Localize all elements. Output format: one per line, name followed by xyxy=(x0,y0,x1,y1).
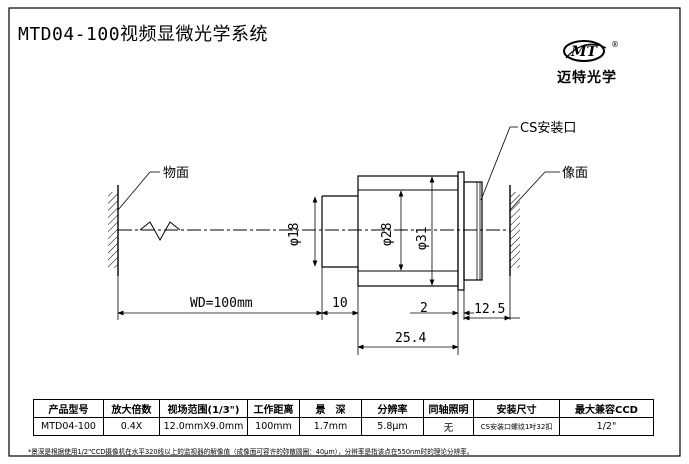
object-plane-label: 物面 xyxy=(163,166,189,181)
table-header-cell: 放大倍数 xyxy=(103,399,160,418)
dim-10: 10 xyxy=(321,296,359,316)
mount-label: CS安装口 xyxy=(520,121,576,136)
table-cell: MTD04-100 xyxy=(33,417,104,436)
table-cell: 100mm xyxy=(247,417,300,436)
dim-25-4: 25.4 xyxy=(357,331,459,350)
dim-12-5-label: 12.5 xyxy=(474,302,505,317)
dim-wd: WD=100mm xyxy=(117,296,323,316)
dim-25-4-label: 25.4 xyxy=(395,331,426,346)
object-plane-leader: 物面 xyxy=(117,166,189,211)
dim-12-5: 12.5 xyxy=(463,302,520,321)
table-header-cell: 最大兼容CCD xyxy=(559,399,654,418)
table-cell: 12.0mmX9.0mm xyxy=(159,417,248,436)
table-header-cell: 景 深 xyxy=(299,399,362,418)
footnote: *景深是根据使用1/2"CCD摄像机在水平320线以上的监视器的解像值（成像面可… xyxy=(28,448,474,456)
table-row: MTD04-100 0.4X 12.0mmX9.0mm 100mm 1.7mm … xyxy=(33,417,654,436)
table-cell: CS安装口螺纹1吋32扣 xyxy=(473,417,560,436)
drawing-border xyxy=(8,7,681,457)
dim-phi31: φ31 xyxy=(415,176,435,286)
mount-leader: CS安装口 xyxy=(480,121,576,201)
dim-10-label: 10 xyxy=(332,296,348,311)
dim-phi18: φ18 xyxy=(287,196,318,267)
table-header-cell: 视场范围(1/3") xyxy=(159,399,248,418)
brand-logo: MT ® xyxy=(563,40,619,62)
dim-2: 2 xyxy=(410,301,474,316)
page-title: MTD04-100视频显微光学系统 xyxy=(18,24,269,45)
lens-body xyxy=(357,175,459,287)
spec-table: 产品型号 放大倍数 视场范围(1/3") 工作距离 景 深 分辨率 同轴照明 安… xyxy=(33,399,654,436)
table-header-cell: 产品型号 xyxy=(33,399,104,418)
dim-phi28: φ28 xyxy=(380,190,404,271)
wd-label: WD=100mm xyxy=(190,296,253,311)
lens-mount xyxy=(457,171,483,291)
table-cell: 0.4X xyxy=(103,417,160,436)
table-header-row: 产品型号 放大倍数 视场范围(1/3") 工作距离 景 深 分辨率 同轴照明 安… xyxy=(33,399,654,418)
table-header-cell: 工作距离 xyxy=(247,399,300,418)
image-plane-leader: 像面 xyxy=(509,166,588,211)
table-header-cell: 安装尺寸 xyxy=(473,399,560,418)
break-symbol xyxy=(139,221,181,242)
lens-front-tube xyxy=(321,195,358,268)
table-cell: 1.7mm xyxy=(299,417,362,436)
logo-text: MT xyxy=(570,44,598,60)
object-plane xyxy=(108,185,119,276)
phi31-label: φ31 xyxy=(415,227,430,250)
dim-2-label: 2 xyxy=(420,301,428,316)
table-cell: 1/2" xyxy=(559,417,654,436)
table-cell: 无 xyxy=(423,417,474,436)
brand-name: 迈特光学 xyxy=(557,70,617,86)
registered-mark: ® xyxy=(611,40,619,49)
image-plane xyxy=(509,185,520,276)
image-plane-label: 像面 xyxy=(562,166,588,181)
table-header-cell: 同轴照明 xyxy=(423,399,474,418)
phi28-label: φ28 xyxy=(380,223,395,246)
table-header-cell: 分辨率 xyxy=(361,399,424,418)
phi18-label: φ18 xyxy=(287,223,302,246)
table-cell: 5.8μm xyxy=(361,417,424,436)
